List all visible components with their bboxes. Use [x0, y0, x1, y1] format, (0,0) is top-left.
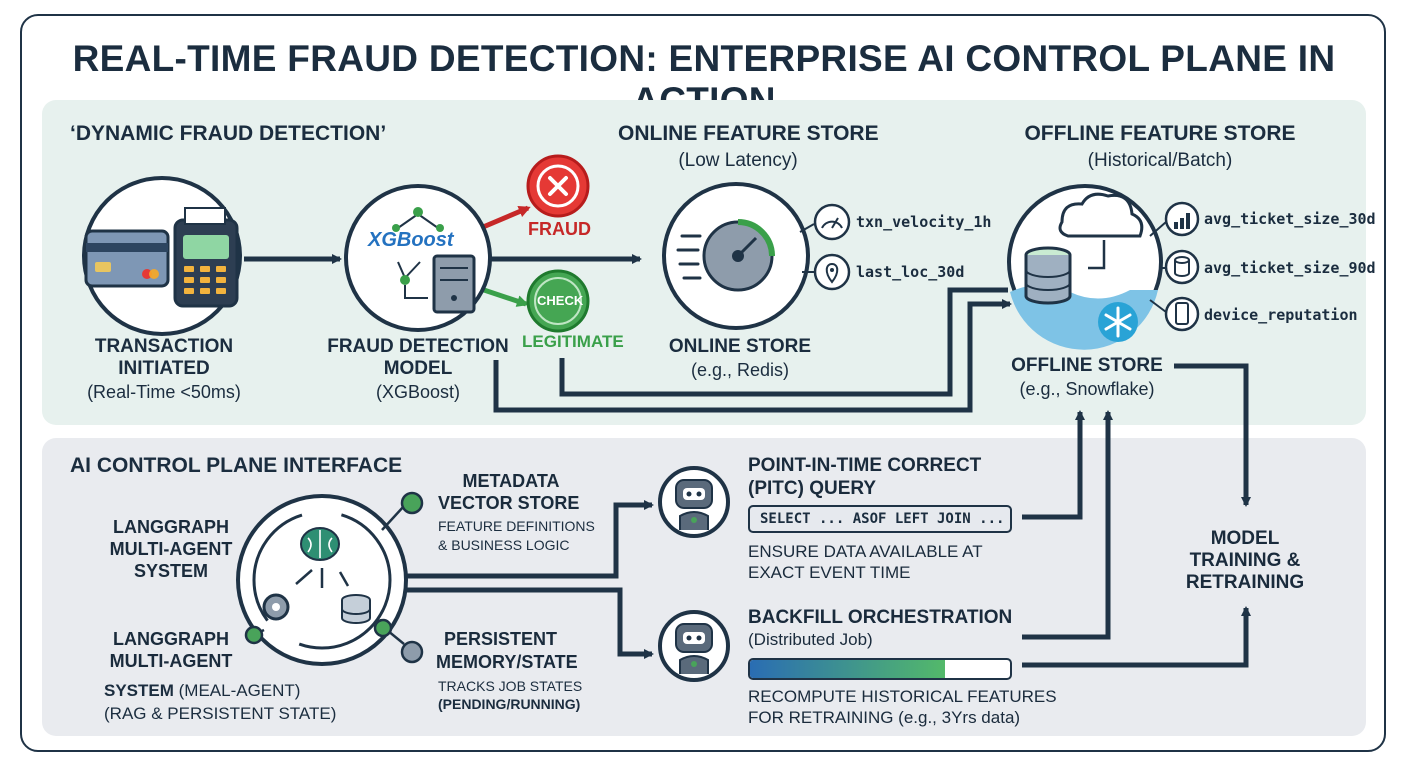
training-line-2: TRAINING & [1189, 550, 1301, 571]
metadata-desc-1: FEATURE DEFINITIONS [438, 518, 595, 534]
memory-desc-2: (PENDING/RUNNING) [438, 696, 581, 712]
pitc-query-box: SELECT ... ASOF LEFT JOIN ... [748, 505, 1012, 533]
agent-system-line-3: SYSTEM [133, 561, 208, 581]
agent-node [244, 625, 264, 645]
meal-agent-line-2: MULTI-AGENT [109, 651, 233, 671]
model-sub: (XGBoost) [375, 382, 461, 402]
online-header: ONLINE FEATURE STORE [618, 122, 879, 145]
arrow-model-to-offline [493, 299, 1012, 413]
chart-growth-icon [1164, 201, 1200, 237]
transaction-sub: (Real-Time <50ms) [87, 382, 241, 402]
agent-system-line-2: MULTI-AGENT [109, 539, 233, 559]
arrow-to-check [477, 285, 529, 307]
model-label-1: FRAUD DETECTION [327, 336, 509, 357]
gear-icon [262, 593, 290, 621]
agent-system-line-1: LANGGRAPH [113, 517, 229, 537]
top-connectors [244, 254, 1012, 413]
online-feature-2: last_loc_30d [856, 263, 965, 281]
check-badge-icon [526, 269, 590, 333]
fraud-badge-icon [526, 154, 590, 218]
meal-agent-name: (MEAL-AGENT) [173, 681, 301, 700]
outer-frame [20, 14, 1386, 752]
agent-system-label: LANGGRAPH MULTI-AGENT SYSTEM [96, 516, 246, 582]
pitc-desc-2: EXACT EVENT TIME [748, 563, 911, 582]
arrow-backfill-to-offline [1022, 410, 1113, 640]
model-icon [344, 184, 492, 332]
offline-store-icon [1007, 184, 1163, 350]
pitc-label-1: POINT-IN-TIME CORRECT [748, 455, 982, 476]
online-store-sub: (e.g., Redis) [690, 360, 790, 380]
meal-agent-line-3: SYSTEM (MEAL-AGENT) [104, 681, 300, 701]
section-label-dynamic: ‘DYNAMIC FRAUD DETECTION’ [70, 122, 387, 145]
offline-header: OFFLINE FEATURE STORE [1024, 122, 1296, 145]
offline-store-label: OFFLINE STORE [1011, 355, 1163, 376]
pitc-agent-icon [658, 466, 730, 538]
metadata-desc-2: & BUSINESS LOGIC [438, 537, 570, 553]
backfill-agent-icon [658, 610, 730, 682]
gauge-icon [813, 203, 851, 241]
meal-agent-system-word: SYSTEM [104, 681, 174, 700]
backfill-label-2: (Distributed Job) [748, 630, 873, 649]
stack-database-icon [341, 594, 371, 624]
memory-node-small [373, 618, 393, 638]
arrow-legit-to-offline [559, 287, 1008, 397]
memory-node [400, 640, 424, 664]
transaction-icon [82, 176, 242, 336]
offline-store-sub: (e.g., Snowflake) [1019, 379, 1155, 399]
arrow-hub-to-backfill [404, 587, 654, 659]
training-line-1: MODEL [1210, 528, 1280, 549]
meal-agent-line-4: (RAG & PERSISTENT STATE) [104, 704, 337, 723]
arrow-offline-to-training [1174, 363, 1251, 507]
fraud-label: FRAUD [528, 219, 591, 239]
metadata-label-1: METADATA [462, 471, 560, 491]
online-store-icon [662, 182, 810, 330]
xgboost-logo: XGBoost [368, 229, 454, 251]
arrow-pitc-to-offline [1022, 410, 1085, 520]
brain-icon [300, 527, 340, 561]
online-feature-1: txn_velocity_1h [856, 213, 992, 231]
section-label-control-plane: AI CONTROL PLANE INTERFACE [70, 454, 403, 477]
arrow-backfill-to-training [1022, 606, 1251, 668]
transaction-label-1: TRANSACTION [94, 336, 234, 357]
right-connectors [1022, 363, 1251, 668]
transaction-label-2: INITIATED [118, 358, 210, 379]
control-plane-hub [236, 494, 408, 666]
online-header-sub: (Low Latency) [678, 150, 798, 171]
database-icon [1164, 249, 1200, 285]
offline-feature-2: avg_ticket_size_90d [1204, 259, 1376, 277]
meal-agent-line-1: LANGGRAPH [113, 629, 229, 649]
memory-desc-1: TRACKS JOB STATES [438, 678, 583, 694]
model-label-2: MODEL [383, 358, 453, 379]
offline-header-sub: (Historical/Batch) [1087, 150, 1233, 171]
arrow-hub-to-pitc [404, 500, 654, 579]
legitimate-label: LEGITIMATE [522, 332, 624, 351]
offline-feature-3: device_reputation [1204, 306, 1358, 324]
backfill-desc-2: FOR RETRAINING (e.g., 3Yrs data) [748, 708, 1021, 727]
check-label: CHECK [537, 293, 584, 308]
training-label: MODEL TRAINING & RETRAINING [1170, 528, 1320, 594]
offline-feature-1: avg_ticket_size_30d [1204, 210, 1376, 228]
pitc-label-2: (PITC) QUERY [748, 478, 877, 499]
metadata-node [400, 491, 424, 515]
mobile-device-icon [1164, 296, 1200, 332]
backfill-progress-fill [750, 660, 945, 678]
backfill-progress-bar [748, 658, 1012, 680]
pitc-desc-1: ENSURE DATA AVAILABLE AT [748, 542, 983, 561]
location-pin-icon [813, 253, 851, 291]
memory-label-1: PERSISTENT [444, 629, 558, 649]
metadata-label-2: VECTOR STORE [438, 493, 580, 513]
training-line-3: RETRAINING [1185, 572, 1305, 593]
memory-label-2: MEMORY/STATE [436, 652, 578, 672]
backfill-desc-1: RECOMPUTE HISTORICAL FEATURES [748, 687, 1057, 706]
backfill-label-1: BACKFILL ORCHESTRATION [748, 607, 1013, 628]
online-store-label: ONLINE STORE [668, 336, 812, 357]
